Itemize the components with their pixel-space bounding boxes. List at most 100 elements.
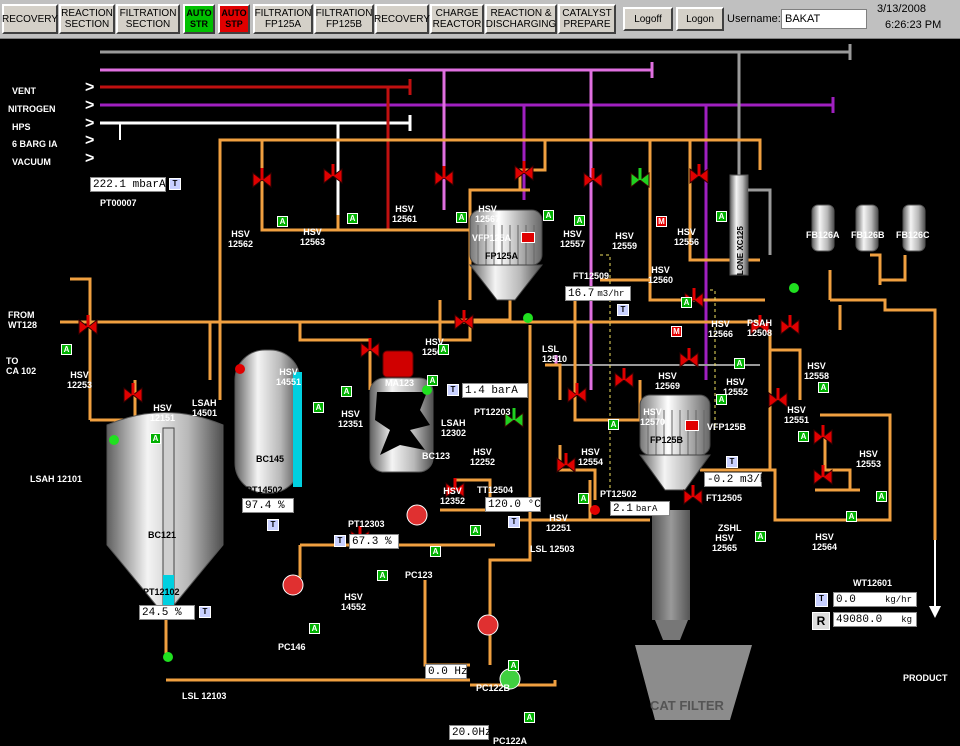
lsl12103-label: LSL 12103 <box>182 691 227 701</box>
wt12601-trend-icon[interactable]: T <box>815 593 828 607</box>
psah12508-label: PSAH 12508 <box>747 318 773 338</box>
pt12303-value[interactable]: 67.3 % <box>349 534 399 549</box>
hsv12552-label: HSV 12552 <box>723 377 749 397</box>
pt12303-trend-icon[interactable]: T <box>334 535 346 547</box>
pt12203-trend-icon[interactable]: T <box>447 384 459 396</box>
nav-filtration-fp125a-button[interactable]: FILTRATION FP125A <box>253 4 313 34</box>
vfp125b-label: VFP125B <box>707 422 747 432</box>
wt12601-reset-button[interactable]: R <box>812 612 830 630</box>
pc122a-speed-value[interactable]: 20.0Hz <box>449 725 492 740</box>
hsv12556-status: A <box>716 211 727 222</box>
ft12505-value[interactable]: -0.2 m3/hr <box>704 472 773 487</box>
tank-bc145[interactable] <box>234 349 302 494</box>
fp125a-label: FP125A <box>485 251 519 261</box>
ft12509-trend-icon[interactable]: T <box>617 304 629 316</box>
pc123-label: PC123 <box>405 570 433 580</box>
valves[interactable] <box>78 161 833 547</box>
product-label: PRODUCT <box>903 673 948 683</box>
nav-catalyst-prepare-button[interactable]: CATALYST PREPARE <box>558 4 616 34</box>
hsv12561-status: A <box>456 212 467 223</box>
hsv12253-label: HSV 12253 <box>67 370 93 390</box>
hsv12569-status: A <box>716 394 727 405</box>
logoff-button[interactable]: Logoff <box>623 7 673 31</box>
auto-start-button[interactable]: AUTO STR <box>183 4 215 34</box>
pt00007-trend-icon[interactable]: T <box>169 178 181 190</box>
filter-fp125a[interactable] <box>468 209 544 301</box>
toolbar: RECOVERY REACTION SECTION FILTRATION SEC… <box>0 0 960 39</box>
vacuum-arrow-icon: > <box>85 150 95 167</box>
hsv12251-status: A <box>578 493 589 504</box>
nav-reaction-discharging-button[interactable]: REACTION & DISCHARGING <box>485 4 557 34</box>
hsv12251-label: HSV 12251 <box>546 513 572 533</box>
hsv12563-label: HSV 12563 <box>300 227 326 247</box>
nav-filtration-section-button[interactable]: FILTRATION SECTION <box>116 4 180 34</box>
vfp125a-label: VFP125A <box>472 233 512 243</box>
wt12601-label: WT12601 <box>853 578 893 588</box>
hsv12556-label: HSV 12556 <box>674 227 700 247</box>
auto-stop-button[interactable]: AUTO STP <box>218 4 250 34</box>
hsv12151-status: A <box>150 433 161 444</box>
pt12102-value[interactable]: 24.5 % <box>139 605 195 620</box>
filter-fp125b[interactable] <box>639 394 711 491</box>
pc122b-status: A <box>508 660 519 671</box>
tt12504-value[interactable]: 120.0 °C <box>485 497 541 512</box>
tank-bc121[interactable] <box>106 412 224 611</box>
hsv12553-status: A <box>876 491 887 502</box>
bc121-label: BC121 <box>148 530 177 540</box>
tt12504-trend-icon[interactable]: T <box>508 516 520 528</box>
nav-charge-reactor-button[interactable]: CHARGE REACTOR <box>430 4 484 34</box>
bc145-label: BC145 <box>256 454 285 464</box>
pumps[interactable] <box>282 504 521 690</box>
pt14502-trend-icon[interactable]: T <box>267 519 279 531</box>
time-text: 6:26:23 PM <box>885 19 942 31</box>
nav-recovery-2-button[interactable]: RECOVERY <box>374 4 430 34</box>
hsv12559-label: HSV 12559 <box>612 231 638 251</box>
vent-label: VENT <box>12 86 37 96</box>
username-field[interactable]: BAKAT <box>781 9 867 29</box>
pc122b-speed-value[interactable]: 0.0 Hz <box>425 664 468 679</box>
process-pipes <box>60 138 937 687</box>
cat-filter[interactable] <box>635 510 752 720</box>
fb126a-label: FB126A <box>806 230 840 240</box>
nav-reaction-section-button[interactable]: REACTION SECTION <box>59 4 115 34</box>
logon-button[interactable]: Logon <box>676 7 724 31</box>
hsv14551-status: A <box>313 402 324 413</box>
pt14502-value[interactable]: 97.4 % <box>242 498 294 513</box>
hsv12554-label: HSV 12554 <box>578 447 604 467</box>
hps-arrow-icon: > <box>85 115 95 132</box>
vent-arrow-icon: > <box>85 79 95 96</box>
pt12102-trend-icon[interactable]: T <box>199 606 211 618</box>
ft12505-trend-icon[interactable]: T <box>726 456 738 468</box>
hsv12554-status: A <box>608 419 619 430</box>
nav-filtration-fp125b-button[interactable]: FILTRATION FP125B <box>314 4 374 34</box>
lsah12101-label: LSAH 12101 <box>30 474 83 484</box>
cyclone-xc125[interactable] <box>729 174 772 276</box>
cat-filter-label: CAT FILTER <box>650 698 724 713</box>
hsv12253-status: A <box>61 344 72 355</box>
filter-bags-fb126[interactable] <box>811 204 926 252</box>
hsv12557-status: A <box>574 215 585 226</box>
fp125b-label: FP125B <box>650 435 684 445</box>
reactor-bc123[interactable] <box>369 350 434 473</box>
hsv12552-status-1: A <box>734 358 745 369</box>
fb126c-label: FB126C <box>896 230 930 240</box>
hsv12568-status: A <box>438 344 449 355</box>
hsv12560-status: A <box>681 297 692 308</box>
hsv14551-label: HSV 14551 <box>276 367 302 387</box>
to-ca102-label: TO CA 102 <box>6 356 37 376</box>
nav-recovery-button[interactable]: RECOVERY <box>2 4 58 34</box>
hsv12351-status: A <box>341 386 352 397</box>
ft12505-label: FT12505 <box>706 493 743 503</box>
pt12203-value[interactable]: 1.4 barA <box>462 383 528 398</box>
nitrogen-arrow-icon: > <box>85 97 95 114</box>
hsv14552-status: A <box>377 570 388 581</box>
hsv14552-label: HSV 14552 <box>341 592 367 612</box>
pt00007-value[interactable]: 222.1 mbarA <box>90 177 166 192</box>
lsl12510-label: LSL 12510 <box>542 344 568 364</box>
hsv12562-status: A <box>277 216 288 227</box>
pc146-label: PC146 <box>278 642 306 652</box>
